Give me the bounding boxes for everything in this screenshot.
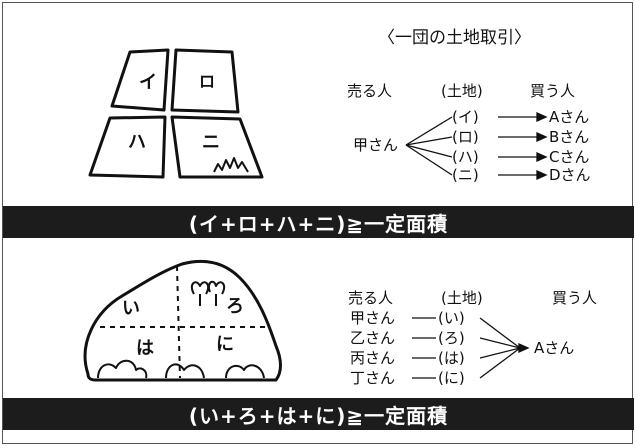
bottom-buyer-a: Aさん [534, 339, 575, 357]
bottom-mound-shape [83, 259, 282, 382]
bottom-seller-otsu: 乙さん [350, 329, 396, 347]
connector-seller-ni [405, 144, 453, 176]
plot-label-ni: ニ [202, 132, 220, 153]
plot-ro-shape [170, 48, 240, 114]
top-header-buyer: 買う人 [530, 82, 576, 100]
mound-vertical-divider [176, 265, 181, 379]
top-land-ro: (ロ) [452, 128, 479, 146]
bottom-land-ha: (は) [438, 349, 465, 367]
plot-ha-shape [88, 115, 167, 179]
top-land-i: (イ) [452, 108, 479, 126]
bottom-caption: (い+ろ+は+に)≧一定面積 [3, 398, 634, 430]
bottom-seller-tei: 丁さん [350, 369, 396, 387]
plot-label-i: イ [139, 72, 157, 93]
plot-label-ro: ロ [199, 72, 216, 91]
top-seller-connectors [405, 116, 453, 176]
mound-label-ni: に [216, 334, 234, 355]
bottom-buyer-connectors [479, 317, 530, 379]
plot-ni-grass [213, 157, 249, 173]
bottom-header-land: (土地) [441, 289, 483, 307]
top-buyer-b: Bさん [549, 128, 590, 146]
top-caption: (イ+ロ+ハ+ニ)≧一定面積 [3, 206, 634, 238]
bottom-land-ni: (に) [438, 369, 465, 387]
plot-label-ha: ハ [128, 132, 146, 153]
top-title: 〈一団の土地取引〉 [378, 28, 531, 48]
top-seller: 甲さん [353, 136, 399, 154]
plot-i-shape [110, 48, 170, 112]
mound-label-i: い [122, 298, 140, 319]
connector-seller-ro [405, 136, 453, 146]
connector-seller-ha [405, 144, 453, 158]
top-plot-shapes [88, 48, 264, 179]
top-buyer-a: Aさん [549, 108, 590, 126]
mound-bush-middle [165, 363, 205, 379]
plot-ni-shape [170, 115, 264, 179]
mound-outline [83, 259, 282, 382]
bottom-seller-ko: 甲さん [350, 309, 396, 327]
top-land-ni: (ニ) [452, 166, 479, 184]
top-land-ha: (ハ) [452, 148, 479, 166]
mound-bush-left [97, 359, 148, 379]
top-buyer-arrows [498, 111, 548, 181]
mound-label-ro: ろ [226, 296, 244, 317]
top-buyer-c: Cさん [549, 148, 590, 166]
mound-bush-right [225, 364, 265, 379]
mound-trees [190, 280, 226, 306]
bottom-header-buyer: 買う人 [552, 289, 598, 307]
bottom-land-ro: (ろ) [438, 329, 465, 347]
connector-seller-i [405, 116, 453, 146]
bottom-land-i: (い) [438, 309, 465, 327]
bottom-seller-connectors [412, 317, 436, 379]
top-buyer-d: Dさん [549, 166, 591, 184]
top-header-seller: 売る人 [347, 82, 393, 100]
top-header-land: (土地) [441, 82, 483, 100]
bottom-seller-hei: 丙さん [350, 349, 396, 367]
mound-label-ha: は [136, 338, 154, 359]
bottom-header-seller: 売る人 [348, 289, 394, 307]
